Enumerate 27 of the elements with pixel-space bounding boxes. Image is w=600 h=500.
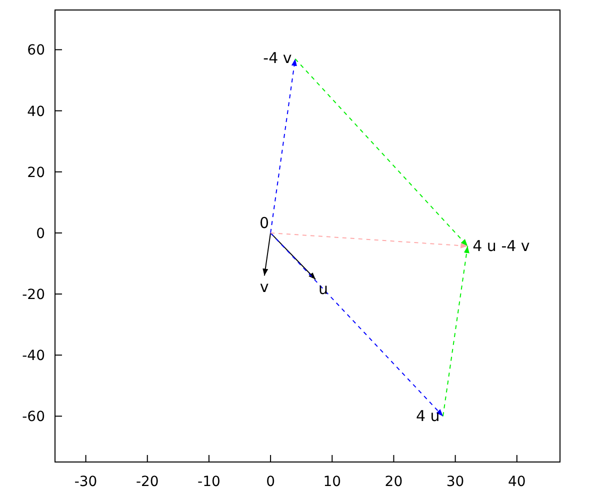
x-tick-label: -10	[198, 474, 220, 490]
y-tick-label: -20	[22, 287, 45, 304]
vector-arrow	[270, 58, 297, 234]
y-tick-label: 40	[27, 104, 45, 120]
x-tick-label: 10	[323, 474, 342, 490]
point-label: -4 v	[263, 50, 292, 68]
point-label: 4 u -4 v	[472, 238, 530, 255]
point-label: 4 u	[416, 408, 440, 425]
vector-arrow	[294, 58, 468, 247]
x-tick-label: 20	[384, 474, 403, 490]
x-tick-label: 40	[508, 474, 526, 490]
x-tick-label: -20	[136, 474, 159, 490]
x-tick-label: -30	[74, 474, 98, 490]
y-tick-label: 0	[36, 226, 45, 242]
point-label: v	[260, 278, 269, 296]
y-tick-label: -60	[22, 409, 45, 426]
x-tick-label: 30	[446, 474, 464, 490]
point-label: 0	[260, 214, 270, 232]
x-tick-label: 0	[266, 474, 275, 490]
vector-arrow	[442, 246, 470, 417]
y-tick-label: 60	[27, 42, 45, 59]
vector-arrow	[262, 232, 272, 276]
y-tick-label: 20	[27, 164, 45, 181]
y-tick-label: -40	[22, 348, 45, 364]
point-label: u	[318, 281, 328, 298]
vector-arrow	[270, 232, 444, 417]
vector-arrow	[270, 232, 468, 248]
